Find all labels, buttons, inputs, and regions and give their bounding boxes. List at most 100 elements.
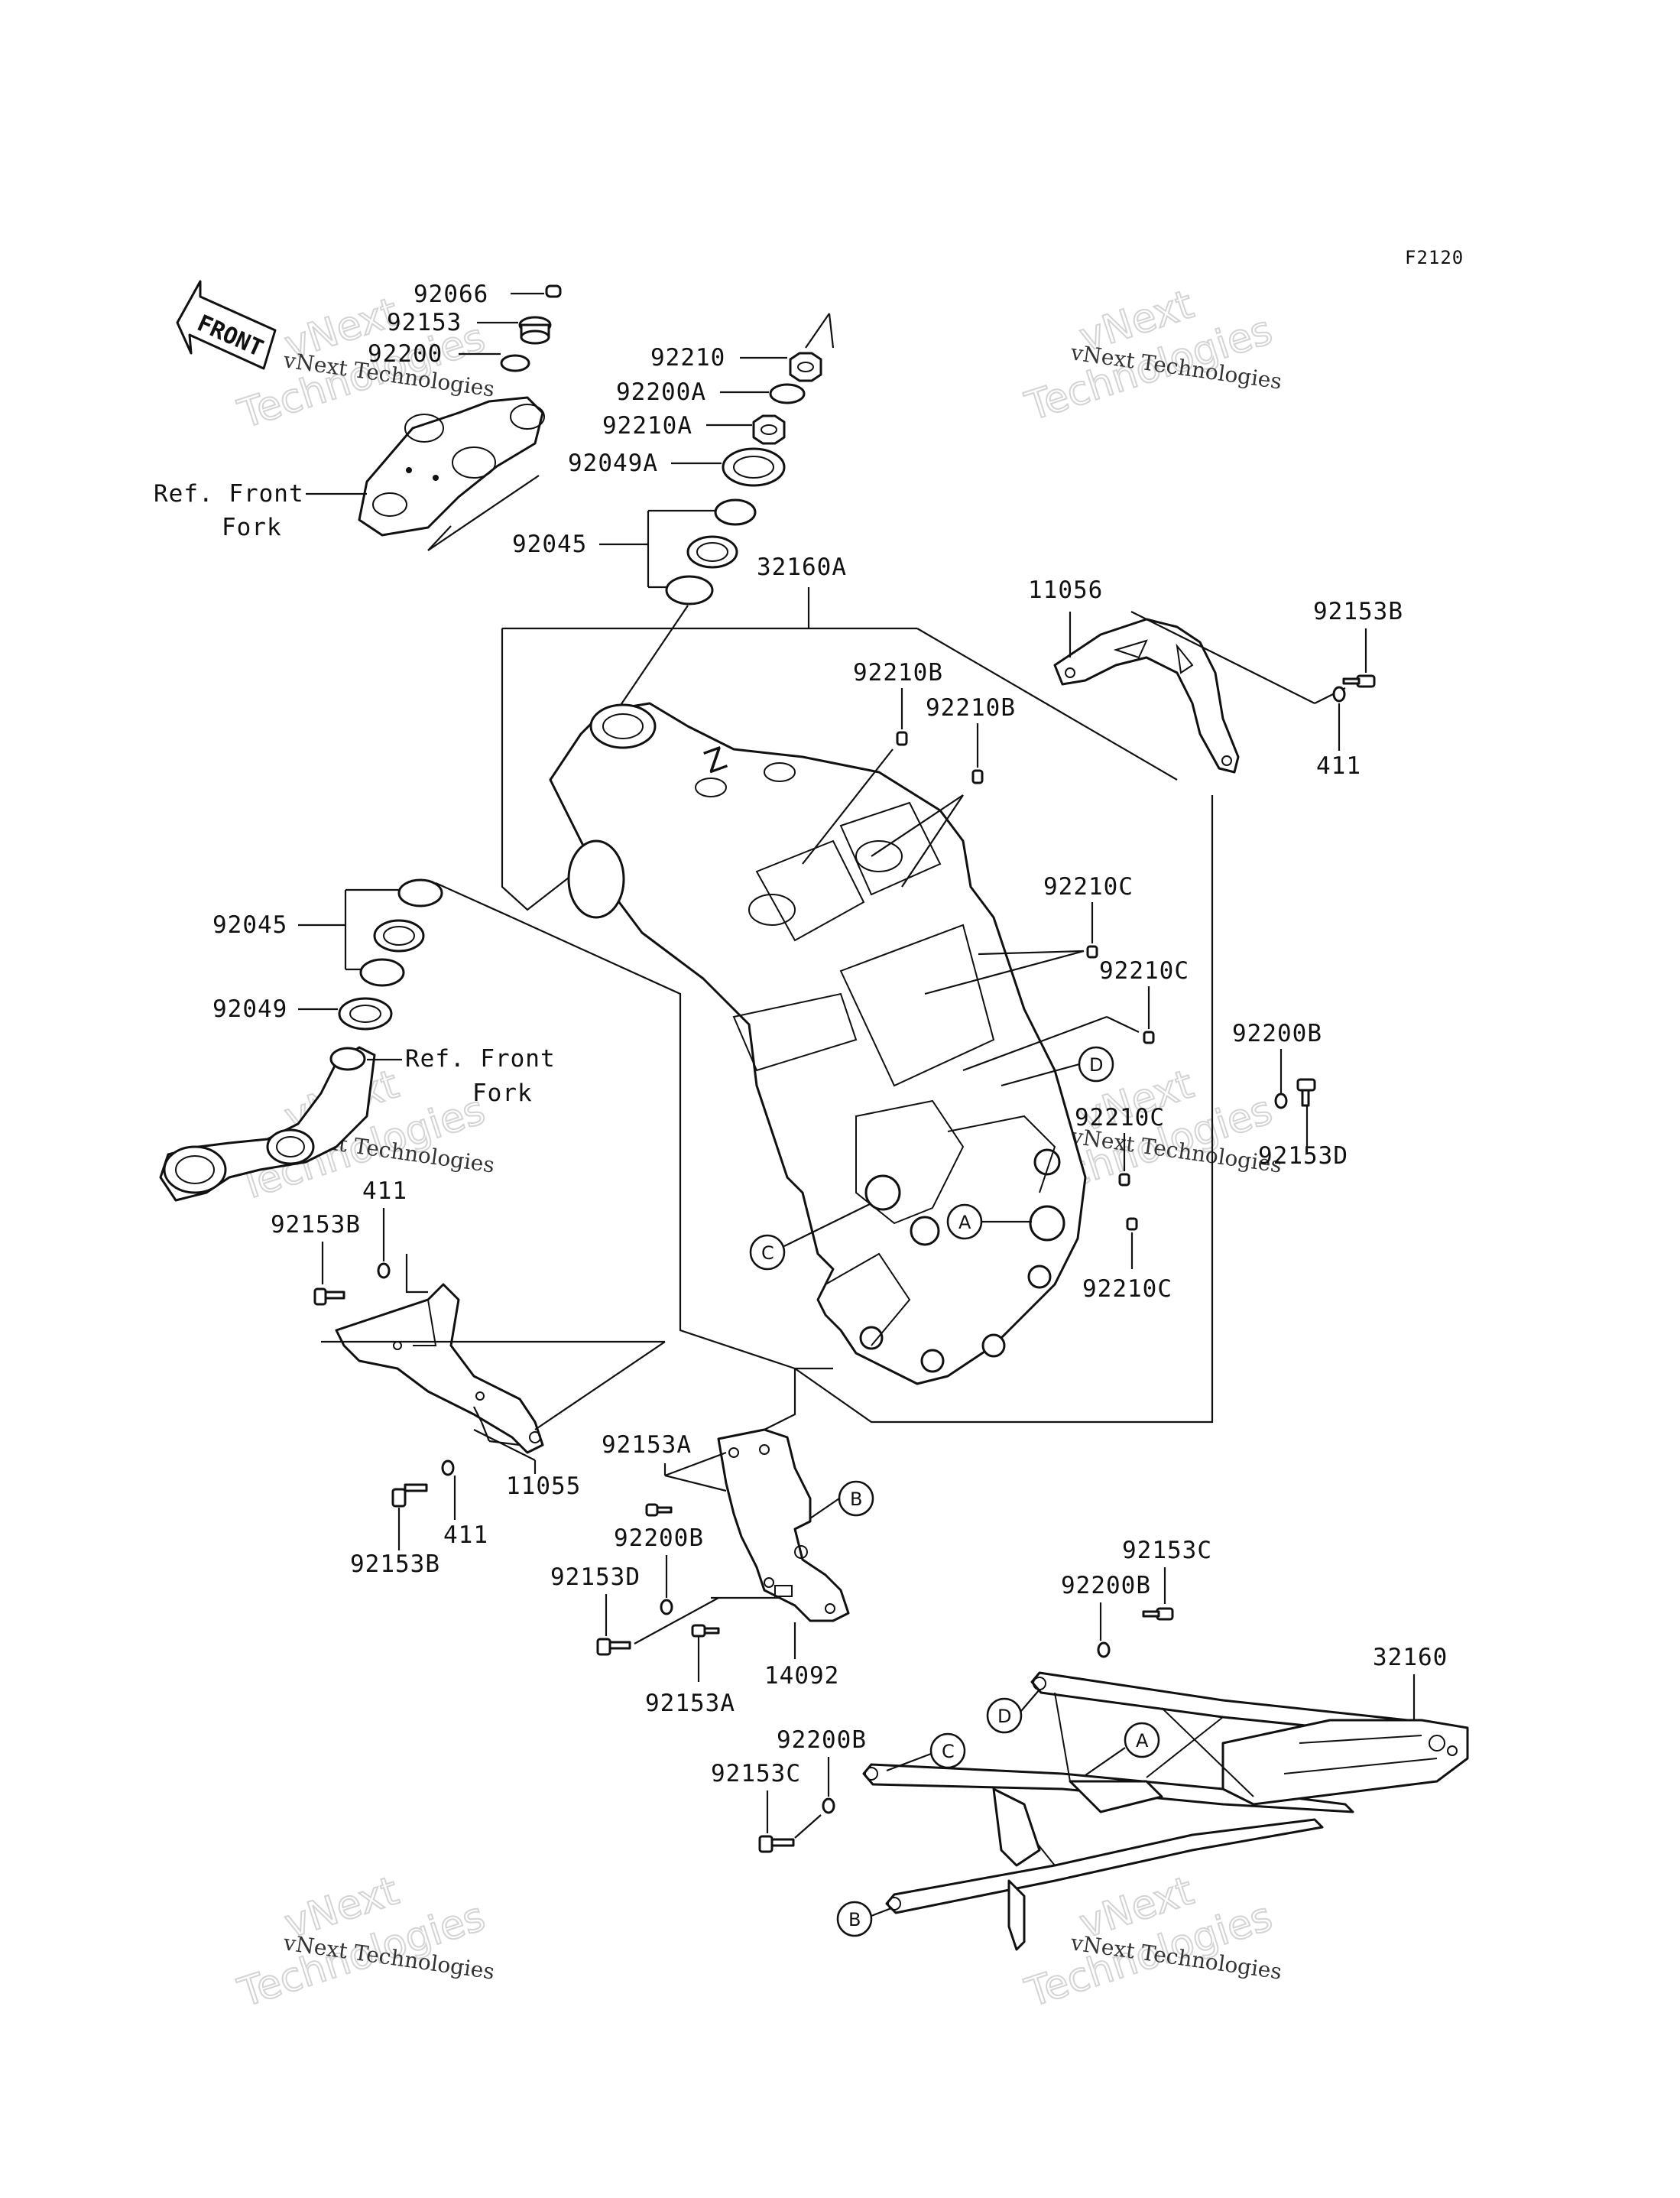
svg-text:C: C [761, 1242, 774, 1264]
bolt-92210C-4-icon [1126, 1217, 1138, 1231]
bolt-92153D-mid-icon [596, 1638, 631, 1656]
leader-line [634, 1597, 719, 1644]
ref-label: Fork [222, 514, 282, 541]
leader-line [511, 916, 796, 1370]
seal-92049-icon [338, 997, 393, 1031]
part-label: 92153A [602, 1431, 692, 1459]
callout-b-sub: B [836, 1901, 873, 1937]
part-label: 92045 [512, 531, 587, 558]
leader-line [828, 313, 835, 349]
leader-line [764, 1368, 796, 1430]
bearing-92045-left-icon [359, 878, 443, 987]
part-label: 92210B [853, 659, 943, 687]
part-label: 92210C [1043, 873, 1134, 901]
part-label: 92200B [1061, 1572, 1151, 1599]
leader-line [1106, 1016, 1140, 1033]
part-label: 92200B [1232, 1020, 1322, 1047]
part-label: 92200 [368, 340, 443, 368]
callout-b-mid: B [838, 1480, 874, 1517]
locknut-92210A-icon [752, 414, 786, 445]
ref-label: Ref. Front [405, 1045, 556, 1073]
svg-text:B: B [848, 1909, 861, 1930]
leader-line [473, 1429, 536, 1461]
bracket-11055-icon [335, 1283, 544, 1454]
svg-text:A: A [958, 1212, 971, 1233]
part-label: 92153D [550, 1563, 641, 1591]
part-label: 92153 [387, 309, 462, 336]
leader-line [809, 1498, 840, 1519]
leader-line [480, 1421, 491, 1442]
bolt-92153B-bottom-icon [391, 1483, 428, 1508]
leader-line [405, 1254, 428, 1294]
seal-92049A-icon [722, 447, 786, 487]
leader-line [871, 1907, 892, 1917]
svg-text:D: D [1089, 1054, 1103, 1076]
part-label: 92210C [1075, 1104, 1165, 1131]
leader-line [435, 881, 513, 919]
watermark-bottom-left: vNext Technologies vNext Technologies [232, 1867, 497, 2017]
bolt-92210C-1-icon [1086, 945, 1098, 959]
leader-line [783, 1203, 872, 1247]
washer-411-left-icon [377, 1262, 391, 1279]
part-label: 92045 [212, 911, 287, 939]
leader-line [534, 1341, 666, 1430]
lower-triple-clamp-icon [159, 1046, 376, 1202]
part-label: 92210 [650, 344, 725, 372]
figure-code: F2120 [1405, 247, 1464, 268]
svg-text:A: A [1136, 1730, 1149, 1752]
main-frame-icon: Z [549, 702, 1087, 1385]
bolt-92210C-2-icon [1143, 1031, 1155, 1044]
watermark-top-right: vNext Technologies vNext Technologies [1020, 281, 1284, 430]
part-label: 14092 [764, 1662, 839, 1690]
leader-line [805, 313, 830, 349]
part-label: 92210A [602, 412, 692, 440]
part-label: 92049A [568, 450, 658, 477]
upper-triple-clamp-icon [358, 396, 545, 537]
callout-d-main: D [1078, 1046, 1114, 1083]
leader-line [473, 1406, 482, 1423]
leader-line [802, 748, 894, 865]
bolt-92153C-bottom-icon [758, 1835, 795, 1853]
leader-line [611, 605, 689, 719]
part-label: 32160 [1373, 1644, 1448, 1671]
leader-line [978, 950, 1085, 956]
svg-text:D: D [997, 1706, 1011, 1727]
washer-411-right-icon [1332, 686, 1346, 703]
part-label: 92153A [645, 1690, 735, 1717]
leader-line [1130, 611, 1315, 704]
bolt-92210B-2-icon [971, 769, 984, 784]
part-label: 92153B [350, 1550, 440, 1578]
callout-a-main: A [946, 1203, 983, 1240]
part-label: 11055 [506, 1472, 581, 1500]
part-label: 92153B [271, 1211, 361, 1239]
part-label: 92153D [1258, 1142, 1348, 1170]
part-label: 92210C [1099, 957, 1189, 985]
nut-92153-icon [518, 316, 552, 345]
bolt-92210C-3-icon [1118, 1173, 1130, 1187]
callout-c-sub: C [929, 1732, 966, 1769]
front-arrow-icon: FRONT [176, 280, 277, 370]
bolt-92153A-1-icon [645, 1503, 673, 1517]
part-label: 32160A [757, 554, 847, 581]
part-label: 411 [443, 1521, 488, 1549]
leader-line [794, 795, 1214, 1424]
locknut-92210-icon [789, 352, 822, 382]
washer-92200B-mid-icon [660, 1599, 673, 1615]
svg-text:B: B [850, 1489, 862, 1510]
leader-line [1020, 1689, 1040, 1712]
part-label: 92200B [614, 1524, 704, 1552]
leader-line [794, 1814, 822, 1839]
plate-14092-icon [717, 1428, 850, 1622]
leader-line [427, 475, 540, 551]
watermark-bottom-right: vNext Technologies vNext Technologies [1020, 1867, 1284, 2017]
cap-92066-icon [545, 284, 562, 298]
leader-line [664, 1474, 727, 1492]
bolt-92153A-2-icon [691, 1624, 720, 1638]
washer-92200A-icon [769, 383, 806, 404]
part-label: 92210B [926, 694, 1016, 722]
leader-line [427, 525, 452, 551]
bolt-92153B-right-icon [1342, 674, 1376, 688]
washer-92200B-bottom-icon [822, 1797, 835, 1814]
